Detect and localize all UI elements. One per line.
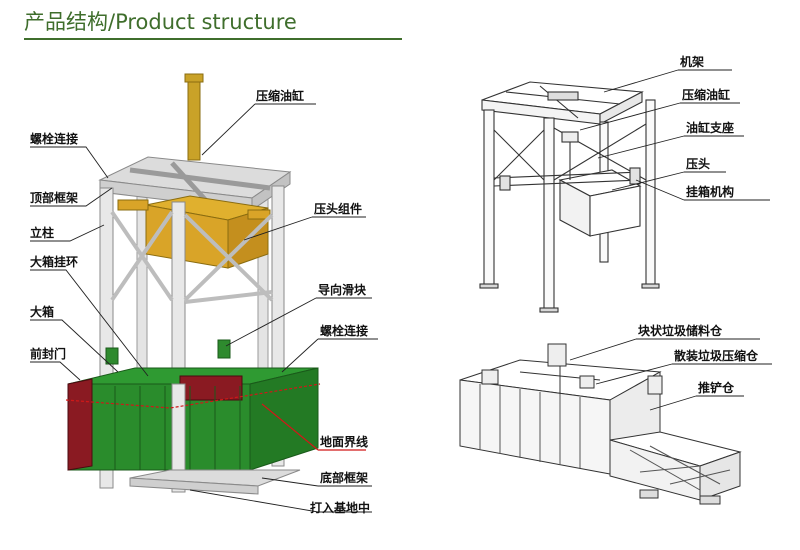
label-press-head-assembly: 压头组件 <box>314 201 362 216</box>
guide-slider-left <box>105 347 119 365</box>
bottom-frame-front <box>129 477 259 495</box>
label-big-box: 大箱 <box>30 304 54 319</box>
label-hanging-mechanism: 挂箱机构 <box>686 184 734 199</box>
big-box-side <box>249 367 319 471</box>
label-bolt-top: 螺栓连接 <box>30 131 78 146</box>
label-bolt-lower: 螺栓连接 <box>320 323 368 338</box>
label-column: 立柱 <box>30 225 54 240</box>
press-head-bracket-left <box>117 199 149 211</box>
label-top-frame: 顶部框架 <box>30 190 78 205</box>
front-mid-column-lower <box>171 383 186 493</box>
label-front-door: 前封门 <box>30 346 66 361</box>
label-pile: 打入基地中 <box>310 500 370 515</box>
label-block-storage: 块状垃圾储料仓 <box>638 323 723 338</box>
label-push-bin: 推铲仓 <box>698 380 735 395</box>
label-press-head: 压头 <box>686 156 710 171</box>
label-rt-cylinder: 压缩油缸 <box>682 87 730 102</box>
label-ground-line: 地面界线 <box>320 434 368 449</box>
guide-slider-right <box>217 339 231 359</box>
left-compactor-drawing <box>65 73 321 495</box>
front-sealing-door <box>67 378 93 471</box>
right-top-leader-lines <box>579 69 770 201</box>
label-cylinder-support: 油缸支座 <box>686 120 734 135</box>
brace-right-b <box>183 213 274 302</box>
right-bottom-leader-lines <box>569 338 772 411</box>
title-underline <box>24 38 402 40</box>
label-guide-slider: 导向滑块 <box>318 282 367 297</box>
right-bottom-drawing <box>459 343 742 505</box>
box-inner-door <box>179 375 243 401</box>
ground-line <box>65 383 321 409</box>
label-frame: 机架 <box>680 54 704 69</box>
cylinder-cap <box>184 73 204 83</box>
label-bottom-frame: 底部框架 <box>320 470 368 485</box>
page-title: 产品结构/Product structure <box>24 10 297 34</box>
label-cylinder: 压缩油缸 <box>256 88 304 103</box>
right-top-frame-drawing <box>479 81 660 313</box>
brace-horizontal <box>184 290 273 304</box>
left-leader-lines <box>30 103 378 513</box>
brace-left-b <box>110 210 174 302</box>
top-frame-beam <box>129 167 271 191</box>
box-ribs <box>114 386 241 470</box>
label-bulk-compression: 散装垃圾压缩仓 <box>674 348 759 363</box>
label-hook-ring: 大箱挂环 <box>30 254 78 269</box>
cylinder-rod <box>187 77 201 161</box>
